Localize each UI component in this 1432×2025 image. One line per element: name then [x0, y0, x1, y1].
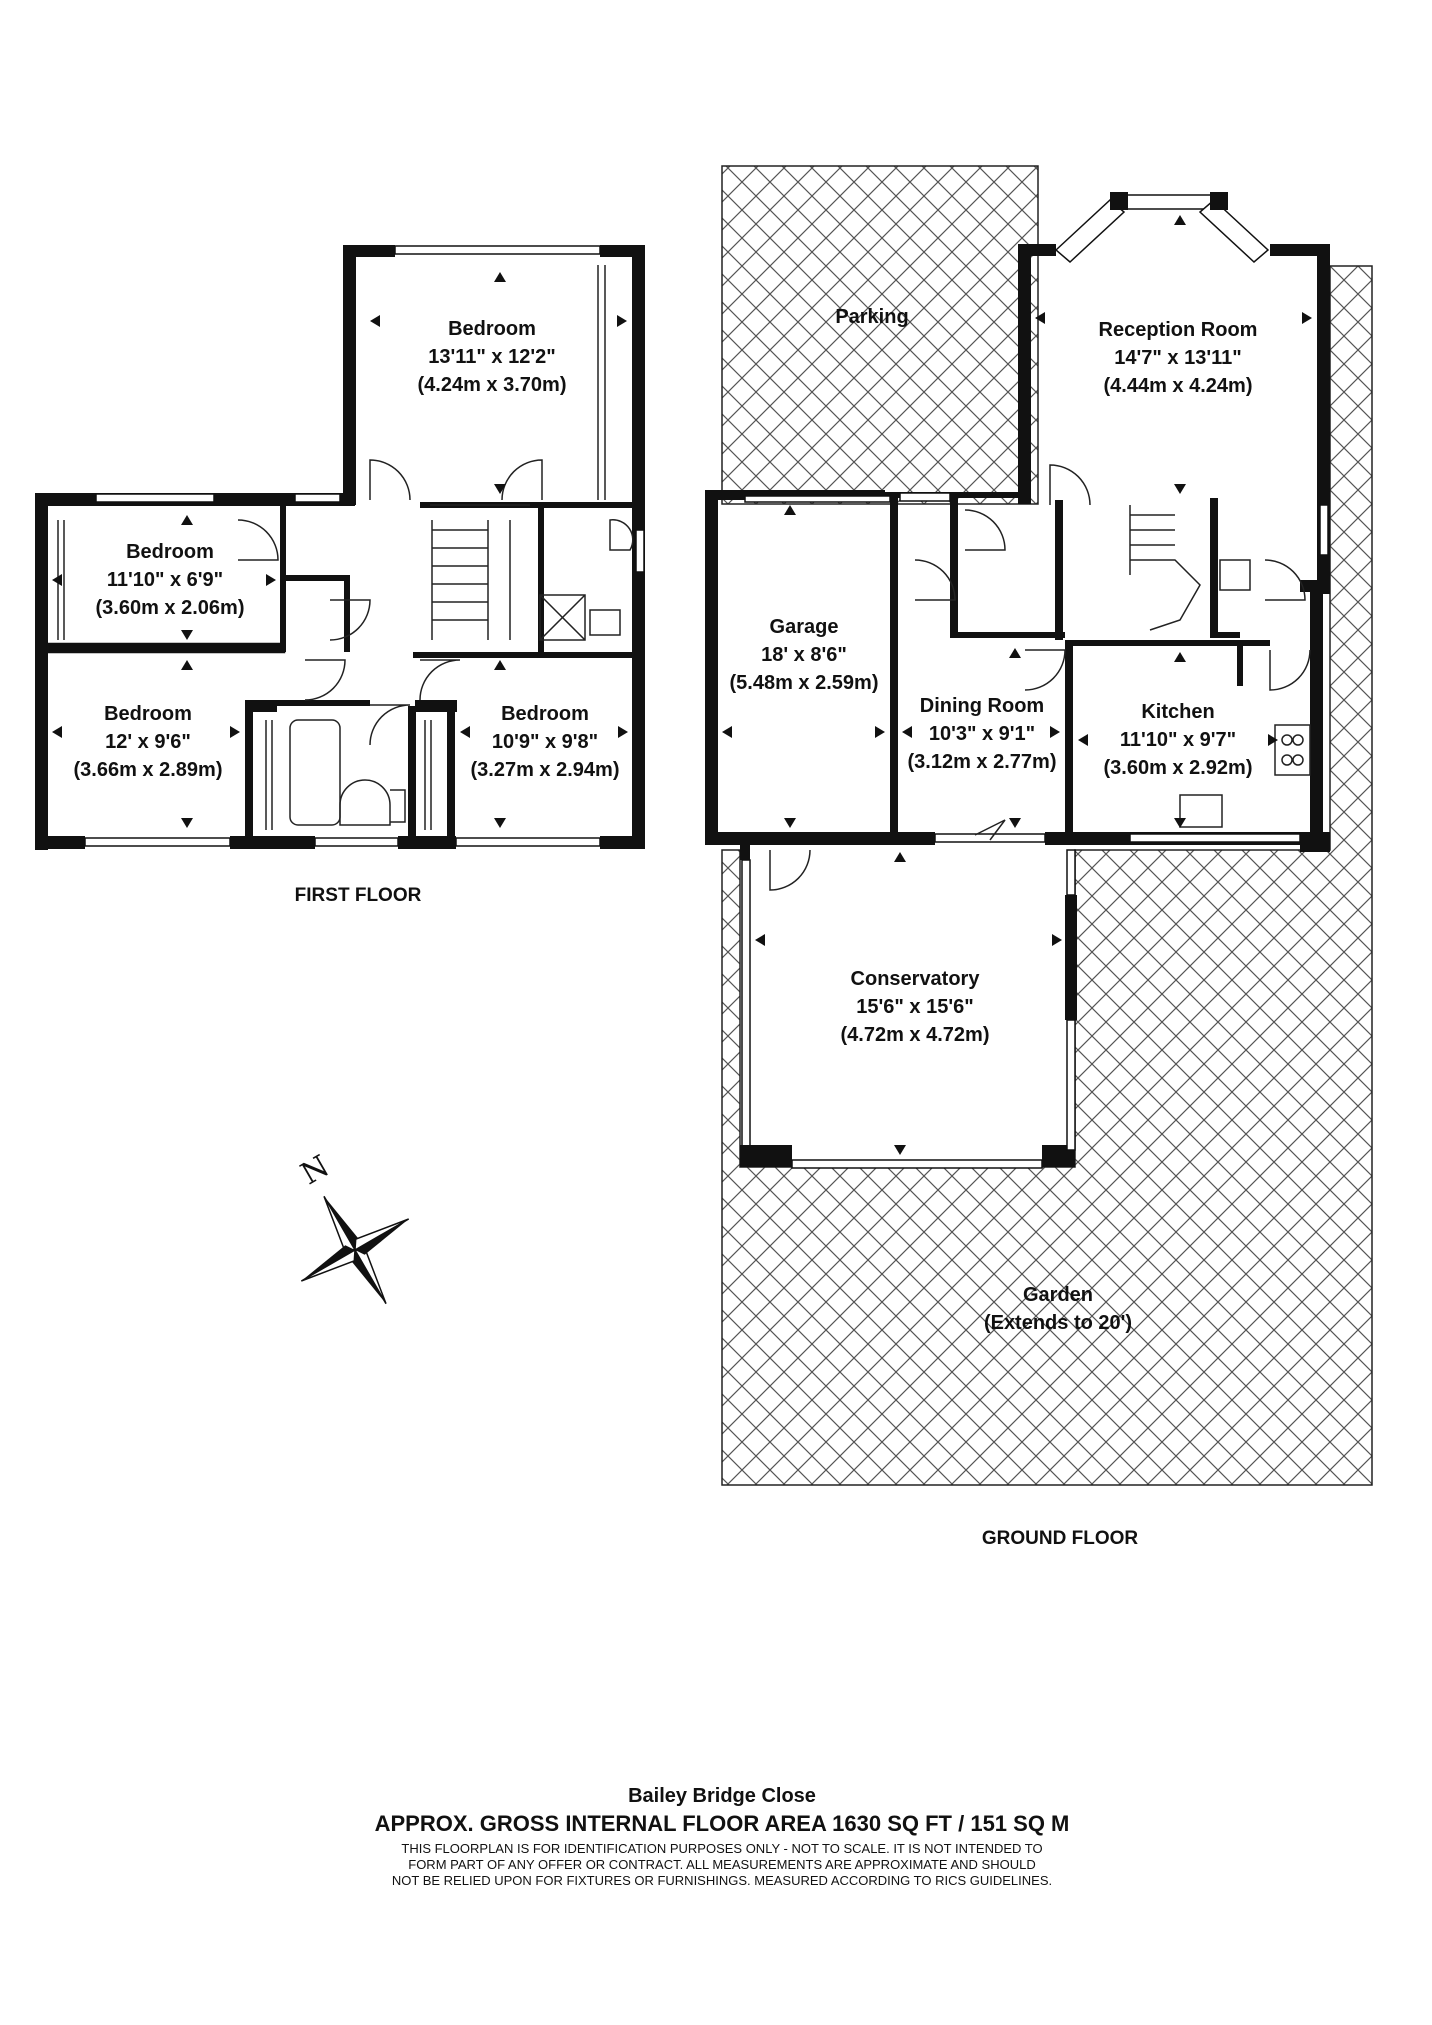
room-imperial: 10'9" x 9'8"	[492, 731, 598, 753]
room-name: Bedroom	[501, 703, 589, 725]
room-name: Bedroom	[448, 318, 536, 340]
room-bedroom-2: Bedroom 11'10" x 6'9" (3.60m x 2.06m)	[96, 541, 245, 619]
address-title: Bailey Bridge Close	[628, 1785, 816, 1807]
room-name: Reception Room	[1099, 319, 1258, 341]
parking-area	[721, 165, 1039, 505]
room-garage: Garage 18' x 8'6" (5.48m x 2.59m)	[730, 616, 879, 694]
room-metric: (3.60m x 2.06m)	[96, 597, 245, 619]
room-metric: (3.60m x 2.92m)	[1104, 757, 1253, 779]
room-metric: (3.12m x 2.77m)	[908, 751, 1057, 773]
room-bedroom-4: Bedroom 10'9" x 9'8" (3.27m x 2.94m)	[471, 703, 620, 781]
compass-rose-icon: N	[295, 1149, 410, 1305]
room-name: Kitchen	[1141, 701, 1214, 723]
room-dining: Dining Room 10'3" x 9'1" (3.12m x 2.77m)	[908, 695, 1057, 773]
ground-floor-plan	[705, 192, 1330, 1169]
room-reception: Reception Room 14'7" x 13'11" (4.44m x 4…	[1099, 319, 1258, 397]
room-name: Garage	[770, 616, 839, 638]
garden-note: (Extends to 20')	[984, 1312, 1132, 1334]
room-imperial: 11'10" x 9'7"	[1120, 729, 1236, 751]
room-imperial: 12' x 9'6"	[105, 731, 191, 753]
room-name: Bedroom	[104, 703, 192, 725]
garden-label: Garden (Extends to 20')	[984, 1284, 1132, 1334]
room-kitchen: Kitchen 11'10" x 9'7" (3.60m x 2.92m)	[1104, 701, 1253, 779]
first-floor-plan	[35, 245, 645, 850]
room-metric: (4.24m x 3.70m)	[418, 374, 567, 396]
floor-area: APPROX. GROSS INTERNAL FLOOR AREA 1630 S…	[375, 1811, 1070, 1836]
room-bedroom-3: Bedroom 12' x 9'6" (3.66m x 2.89m)	[74, 703, 223, 781]
room-metric: (3.27m x 2.94m)	[471, 759, 620, 781]
compass-north-label: N	[295, 1149, 335, 1192]
room-metric: (4.72m x 4.72m)	[841, 1024, 990, 1046]
disclaimer-line: NOT BE RELIED UPON FOR FIXTURES OR FURNI…	[392, 1873, 1052, 1888]
room-metric: (4.44m x 4.24m)	[1104, 375, 1253, 397]
disclaimer-line: FORM PART OF ANY OFFER OR CONTRACT. ALL …	[408, 1857, 1036, 1872]
room-metric: (5.48m x 2.59m)	[730, 672, 879, 694]
room-name: Dining Room	[920, 695, 1044, 717]
first-floor-label: FIRST FLOOR	[295, 885, 422, 906]
room-imperial: 10'3" x 9'1"	[929, 723, 1035, 745]
room-bedroom-1: Bedroom 13'11" x 12'2" (4.24m x 3.70m)	[418, 318, 567, 396]
parking-label: Parking	[835, 306, 908, 328]
room-metric: (3.66m x 2.89m)	[74, 759, 223, 781]
disclaimer-line: THIS FLOORPLAN IS FOR IDENTIFICATION PUR…	[401, 1841, 1042, 1856]
room-name: Conservatory	[851, 968, 981, 990]
room-imperial: 15'6" x 15'6"	[856, 996, 973, 1018]
room-conservatory: Conservatory 15'6" x 15'6" (4.72m x 4.72…	[841, 968, 990, 1046]
room-imperial: 18' x 8'6"	[761, 644, 847, 666]
dimension-arrows	[52, 215, 1312, 1155]
ground-floor-label: GROUND FLOOR	[982, 1528, 1138, 1549]
garden-name: Garden	[1023, 1284, 1093, 1306]
room-imperial: 14'7" x 13'11"	[1114, 347, 1241, 369]
room-name: Bedroom	[126, 541, 214, 563]
room-imperial: 11'10" x 6'9"	[107, 569, 223, 591]
room-imperial: 13'11" x 12'2"	[428, 346, 555, 368]
